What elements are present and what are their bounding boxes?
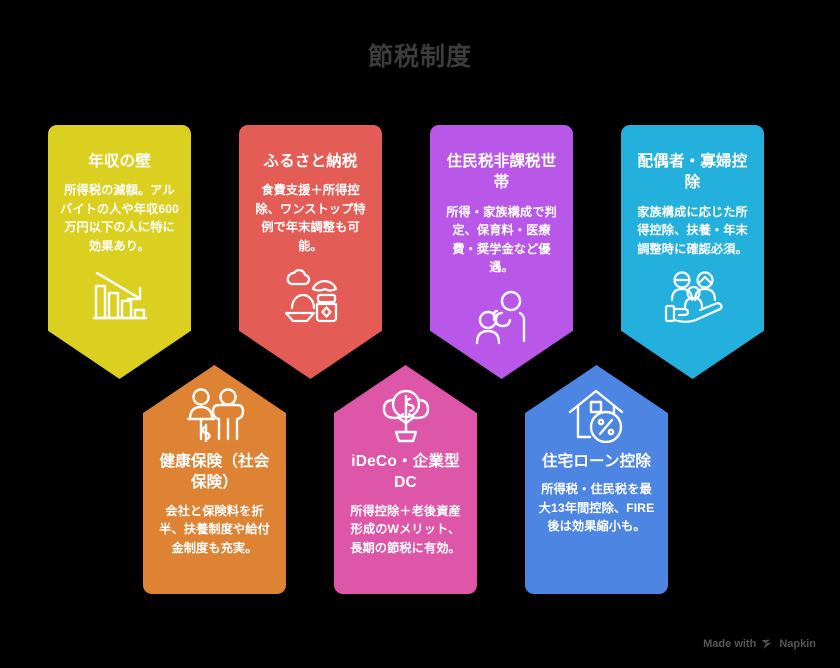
- footer-brand-label: Napkin: [779, 638, 816, 650]
- card-title: iDeCo・企業型DC: [351, 453, 460, 492]
- card-description: 会社と保険料を折半、扶養制度や給付金制度も充実。: [159, 503, 270, 555]
- house-percent-icon: [536, 387, 657, 443]
- card-title: 年収の壁: [88, 153, 151, 170]
- card-title: ふるさと納税: [263, 153, 358, 170]
- card-juminzei-hikazei-setai[interactable]: 住民税非課税世帯 所得・家族構成で判定、保育料・医療費・奨学金など優遇。: [430, 125, 573, 379]
- card-title: 住民税非課税世帯: [446, 153, 557, 192]
- two-people-money-icon: [154, 387, 275, 443]
- family-in-hand-icon: [632, 270, 753, 326]
- napkin-logo-icon: [761, 639, 774, 650]
- card-description: 所得控除＋老後資産形成のWメリット、長期の節税に有効。: [350, 503, 461, 555]
- card-description: 家族構成に応じた所得控除、扶養・年末調整時に確認必須。: [637, 204, 748, 256]
- card-ideco-kigyougata-dc[interactable]: iDeCo・企業型DC 所得控除＋老後資産形成のWメリット、長期の節税に有効。: [334, 365, 477, 594]
- card-description: 所得・家族構成で判定、保育料・医療費・奨学金など優遇。: [446, 204, 557, 275]
- footer-made-with-label: Made with: [703, 638, 757, 650]
- page-title: 節税制度: [367, 43, 472, 71]
- money-tree-icon: [345, 387, 466, 443]
- declining-bar-chart-icon: [59, 268, 180, 324]
- card-kenko-hoken[interactable]: 健康保険（社会保険） 会社と保険料を折半、扶養制度や給付金制度も充実。: [143, 365, 286, 594]
- rice-bowl-food-icon: [250, 268, 371, 324]
- card-nenshu-no-kabe[interactable]: 年収の壁 所得税の減額。アルバイトの人や年収600万円以下の人に特に効果あり。: [48, 125, 191, 379]
- card-haiguusha-kafu-koujo[interactable]: 配偶者・寡婦控除 家族構成に応じた所得控除、扶養・年末調整時に確認必須。: [621, 125, 764, 379]
- card-title: 配偶者・寡婦控除: [637, 153, 748, 192]
- card-description: 所得税の減額。アルバイトの人や年収600万円以下の人に特に効果あり。: [60, 183, 179, 254]
- card-furusato-nozei[interactable]: ふるさと納税 食費支援＋所得控除、ワンストップ特例で年末調整も可能。: [239, 125, 382, 379]
- card-description: 所得税・住民税を最大13年間控除、FIRE後は効果縮小も。: [538, 482, 655, 534]
- card-title: 健康保険（社会保険）: [159, 453, 270, 492]
- parent-and-child-icon: [441, 289, 562, 345]
- card-description: 食費支援＋所得控除、ワンストップ特例で年末調整も可能。: [255, 183, 366, 254]
- card-title: 住宅ローン控除: [541, 453, 652, 470]
- card-jutaku-loan-koujo[interactable]: 住宅ローン控除 所得税・住民税を最大13年間控除、FIRE後は効果縮小も。: [525, 365, 668, 594]
- footer-watermark[interactable]: Made with Napkin: [703, 638, 816, 650]
